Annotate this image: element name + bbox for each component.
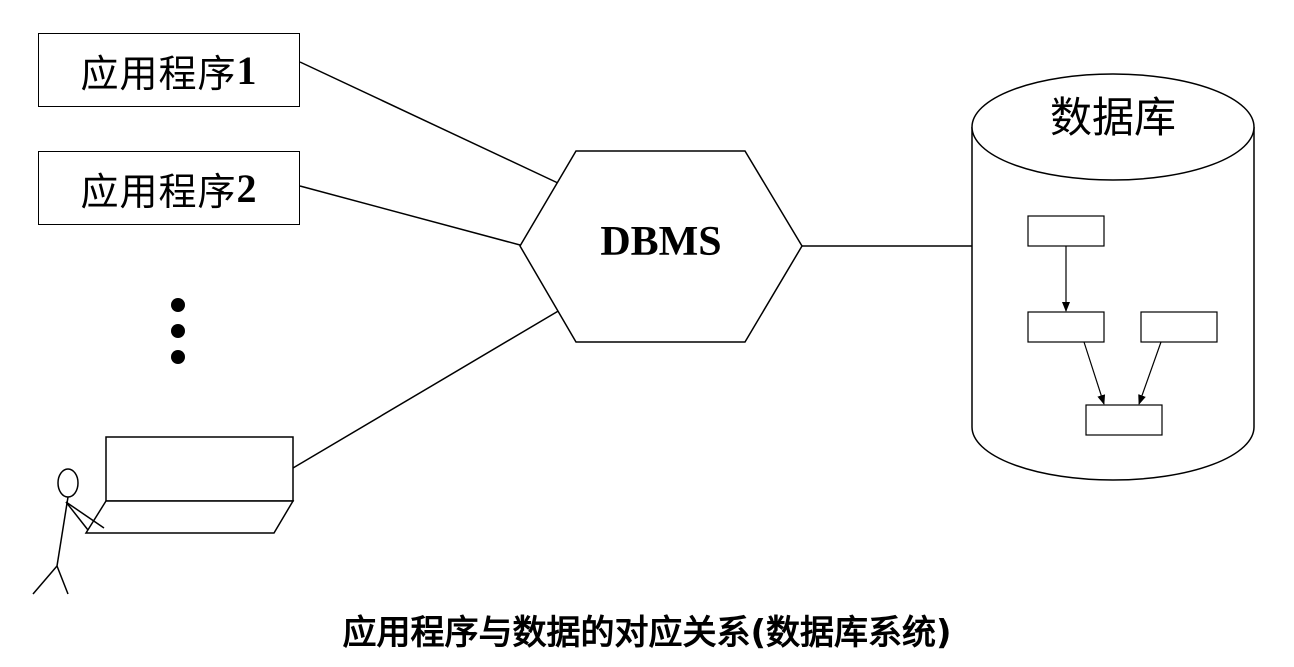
db-record <box>1027 215 1105 247</box>
db-record <box>1027 311 1105 343</box>
ellipsis-dot <box>171 350 185 364</box>
db-record <box>1140 311 1218 343</box>
connector-app2-dbms <box>299 185 521 246</box>
application-number: 2 <box>236 165 258 211</box>
dbms-hexagon <box>519 150 803 343</box>
application-name: 应用程序 <box>80 169 237 214</box>
dbms-label: DBMS <box>600 219 722 265</box>
database-label: 数据库 <box>1049 93 1176 142</box>
user-figure-icon <box>32 468 105 595</box>
ellipsis-dot <box>171 298 185 312</box>
application-number: 1 <box>236 47 258 93</box>
connector-terminal-dbms <box>292 309 561 469</box>
database-cylinder <box>971 73 1255 481</box>
db-record <box>1085 404 1163 436</box>
connector-app1-dbms <box>299 61 561 185</box>
ellipsis-dot <box>171 324 185 338</box>
db-relation-arrow <box>1138 341 1162 405</box>
db-relation-arrow <box>1083 341 1106 405</box>
application-name: 应用程序 <box>80 51 237 96</box>
terminal-icon <box>84 436 295 534</box>
diagram-caption: 应用程序与数据的对应关系(数据库系统) <box>342 613 952 653</box>
